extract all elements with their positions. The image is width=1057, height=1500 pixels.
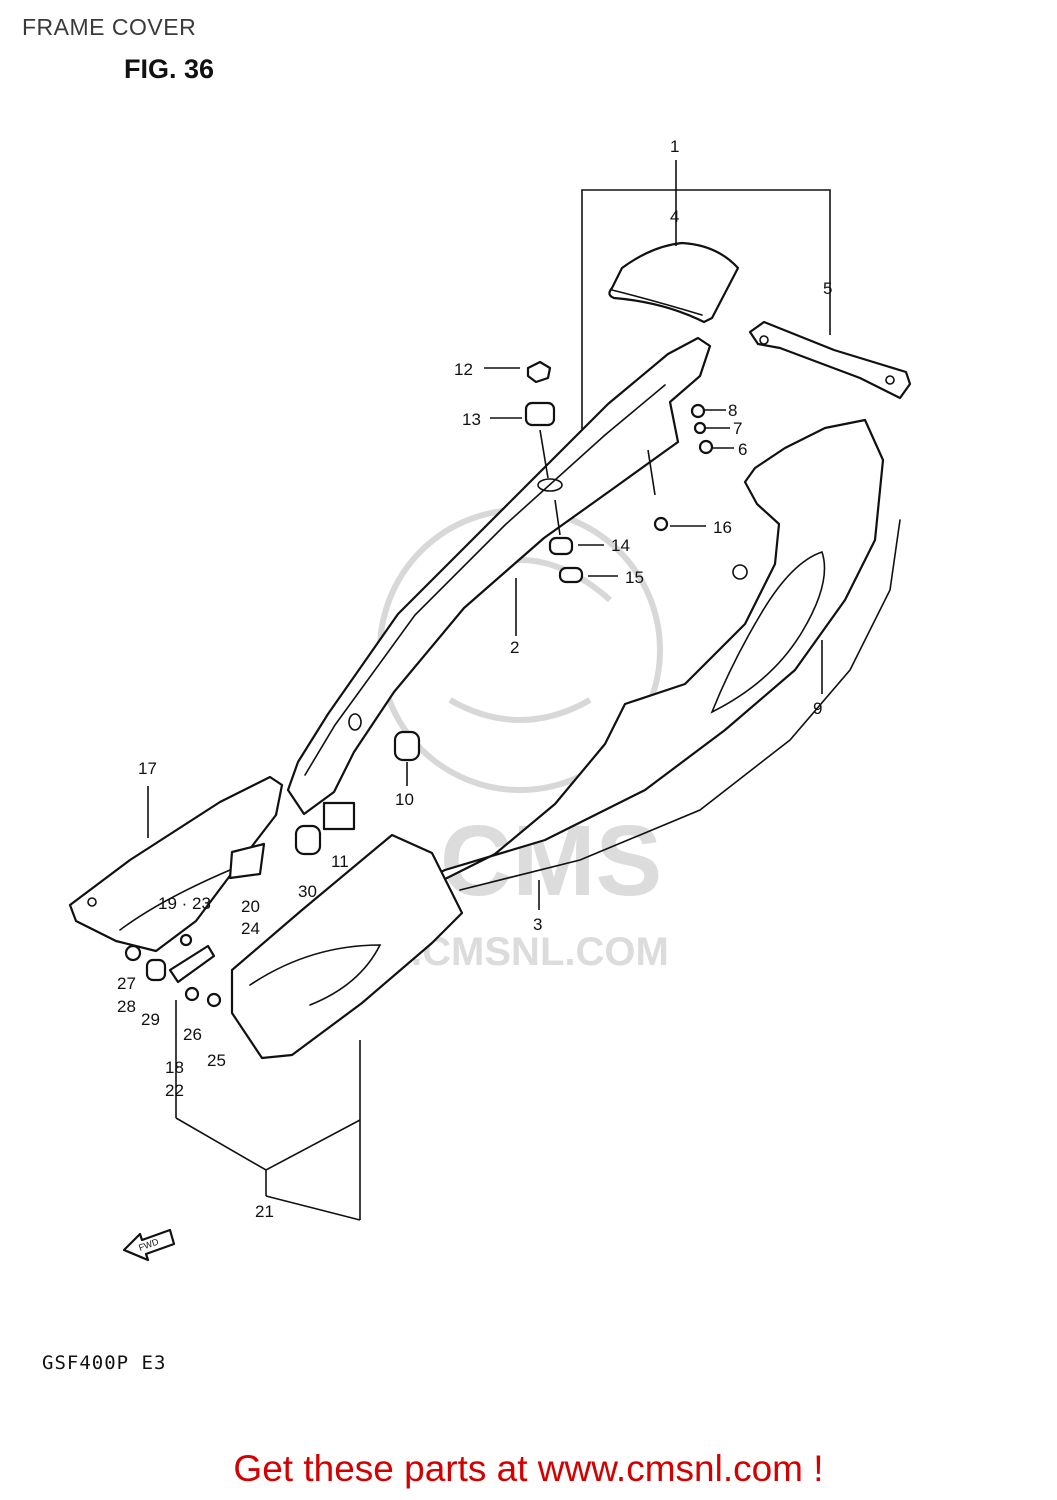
- callout-27: 27: [117, 974, 136, 993]
- callout-4: 4: [670, 207, 679, 226]
- callout-10: 10: [395, 790, 414, 809]
- callout-15: 15: [625, 568, 644, 587]
- callout-24: 24: [241, 919, 260, 938]
- part-5-bracket: [748, 320, 912, 400]
- callout-26: 26: [183, 1025, 202, 1044]
- callout-21: 21: [255, 1202, 274, 1221]
- part-19-screw: [179, 933, 193, 947]
- callout-labels: 1 4 5 12 13 8 7 6 16 14 15 2 9 10 17 11 …: [117, 137, 832, 1221]
- callout-14: 14: [611, 536, 630, 555]
- part-2-rail: [286, 336, 712, 816]
- small-parts: [124, 360, 714, 1008]
- part-17-left-cover: [68, 775, 284, 953]
- page-title: FRAME COVER: [22, 14, 197, 40]
- part-21-side-cover: [230, 833, 464, 1060]
- callout-20: 20: [241, 897, 260, 916]
- part-18-bracket: [168, 944, 216, 984]
- leader-lines: [147, 160, 831, 1221]
- figure-number: FIG. 36: [124, 54, 215, 84]
- callout-28: 28: [117, 997, 136, 1016]
- get-parts-link[interactable]: Get these parts at www.cmsnl.com !: [233, 1448, 824, 1489]
- callout-8: 8: [728, 401, 737, 420]
- part-8-nut: [690, 403, 706, 419]
- model-code: GSF400P E3: [42, 1352, 167, 1374]
- part-20-clip: [228, 842, 266, 880]
- callout-16: 16: [713, 518, 732, 537]
- part-6-bolt: [698, 439, 714, 455]
- part-16-screw: [653, 516, 669, 532]
- part-25-bolt: [206, 992, 222, 1008]
- part-15-nut: [558, 566, 584, 584]
- callout-5: 5: [823, 279, 832, 298]
- part-14-grommet: [548, 536, 574, 556]
- part-12-bolt: [526, 360, 552, 384]
- callout-18: 18: [165, 1058, 184, 1077]
- callout-29: 29: [141, 1010, 160, 1029]
- callout-13: 13: [462, 410, 481, 429]
- callout-3: 3: [533, 915, 542, 934]
- part-13-cushion: [524, 401, 556, 427]
- part-27-grommet: [124, 944, 142, 962]
- part-11-label: [322, 801, 356, 831]
- part-29-cushion: [145, 958, 167, 982]
- callout-6: 6: [738, 440, 747, 459]
- fwd-arrow-icon: FWD: [122, 1228, 176, 1262]
- callout-12: 12: [454, 360, 473, 379]
- callout-22: 22: [165, 1081, 184, 1100]
- callout-30: 30: [298, 882, 317, 901]
- callout-19-23: 19 · 23: [158, 894, 211, 913]
- callout-17: 17: [138, 759, 157, 778]
- callout-1: 1: [670, 137, 679, 156]
- callout-7: 7: [733, 419, 742, 438]
- callout-9: 9: [813, 699, 822, 718]
- parts-diagram: CMS WWW.CMSNL.COM: [68, 137, 912, 1262]
- part-4-pad: [608, 241, 740, 324]
- callout-2: 2: [510, 638, 519, 657]
- part-10-cushion: [393, 730, 421, 762]
- part-9-tail-cover: [393, 418, 901, 896]
- callout-11: 11: [331, 852, 349, 871]
- callout-25: 25: [207, 1051, 226, 1070]
- part-7-washer: [693, 421, 707, 435]
- part-26-washer: [184, 986, 200, 1002]
- part-30-cushion: [294, 824, 322, 856]
